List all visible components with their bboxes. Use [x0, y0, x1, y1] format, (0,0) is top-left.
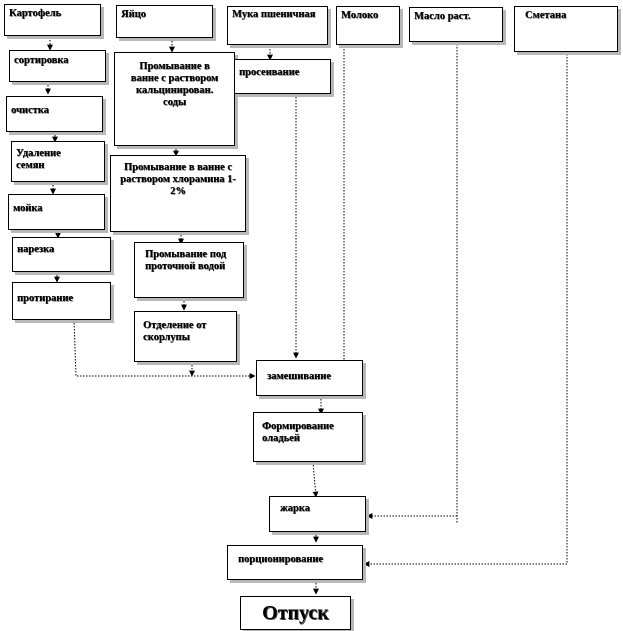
arrow-grating-to-mixing — [73, 319, 256, 379]
step-seed-removal-box: Удаление семян — [11, 141, 105, 182]
step-sifting-label: просеивание — [239, 67, 300, 78]
step-running-water-label: Промывание под проточной водой — [145, 249, 227, 272]
source-potato-label: Картофель — [9, 8, 62, 19]
process-forming-box: Формирование оладьей — [253, 412, 363, 462]
step-sorting-box: сортировка — [9, 50, 106, 82]
step-soda-wash-box: Промывание в ванне с раствором кальцинир… — [114, 52, 235, 146]
process-release-label: Отпуск — [262, 602, 329, 624]
step-sorting-label: сортировка — [14, 55, 69, 66]
process-release-box: Отпуск — [240, 596, 351, 630]
source-oil-box: Масло раст. — [409, 7, 503, 42]
arrow-forming-to-frying — [312, 461, 319, 498]
step-chloramine-wash-label: Промывание в ванне с раствором хлорамина… — [120, 162, 236, 197]
step-peeling-box: очистка — [6, 96, 103, 132]
source-sourcream-box: Сметана — [514, 6, 618, 52]
source-sourcream-label: Сметана — [525, 10, 567, 21]
step-grating-label: протирание — [17, 293, 74, 304]
process-portioning-label: порционирование — [238, 554, 324, 565]
step-washing-box: мойка — [8, 194, 105, 230]
process-mixing-box: замешивание — [256, 360, 363, 396]
source-milk-box: Молоко — [336, 6, 400, 45]
source-potato-box: Картофель — [4, 4, 101, 36]
step-chloramine-wash-box: Промывание в ванне с раствором хлорамина… — [110, 155, 246, 232]
source-oil-label: Масло раст. — [414, 11, 471, 22]
step-shell-removal-box: Отделение от скорлупы — [134, 311, 237, 362]
source-flour-label: Мука пшеничная — [232, 9, 316, 20]
source-egg-box: Яйцо — [116, 5, 213, 38]
step-cutting-box: нарезка — [12, 237, 111, 272]
step-soda-wash-label: Промывание в ванне с раствором кальцинир… — [130, 61, 219, 108]
source-egg-label: Яйцо — [121, 9, 146, 20]
source-flour-box: Мука пшеничная — [227, 6, 328, 45]
process-frying-label: жарка — [280, 503, 310, 514]
process-mixing-label: замешивание — [267, 371, 331, 382]
step-running-water-box: Промывание под проточной водой — [134, 242, 244, 298]
step-cutting-label: нарезка — [17, 244, 55, 255]
process-portioning-box: порционирование — [227, 545, 363, 580]
step-grating-box: протирание — [12, 282, 111, 320]
step-peeling-label: очистка — [11, 105, 49, 116]
source-milk-label: Молоко — [341, 10, 379, 21]
step-shell-removal-label: Отделение от скорлупы — [143, 320, 207, 343]
step-seed-removal-label: Удаление семян — [16, 148, 61, 171]
arrow-sourcream-to-portioning — [363, 54, 568, 567]
process-frying-box: жарка — [269, 496, 366, 532]
step-sifting-box: просеивание — [234, 59, 331, 94]
process-forming-label: Формирование оладьей — [262, 421, 334, 444]
step-washing-label: мойка — [13, 203, 43, 214]
